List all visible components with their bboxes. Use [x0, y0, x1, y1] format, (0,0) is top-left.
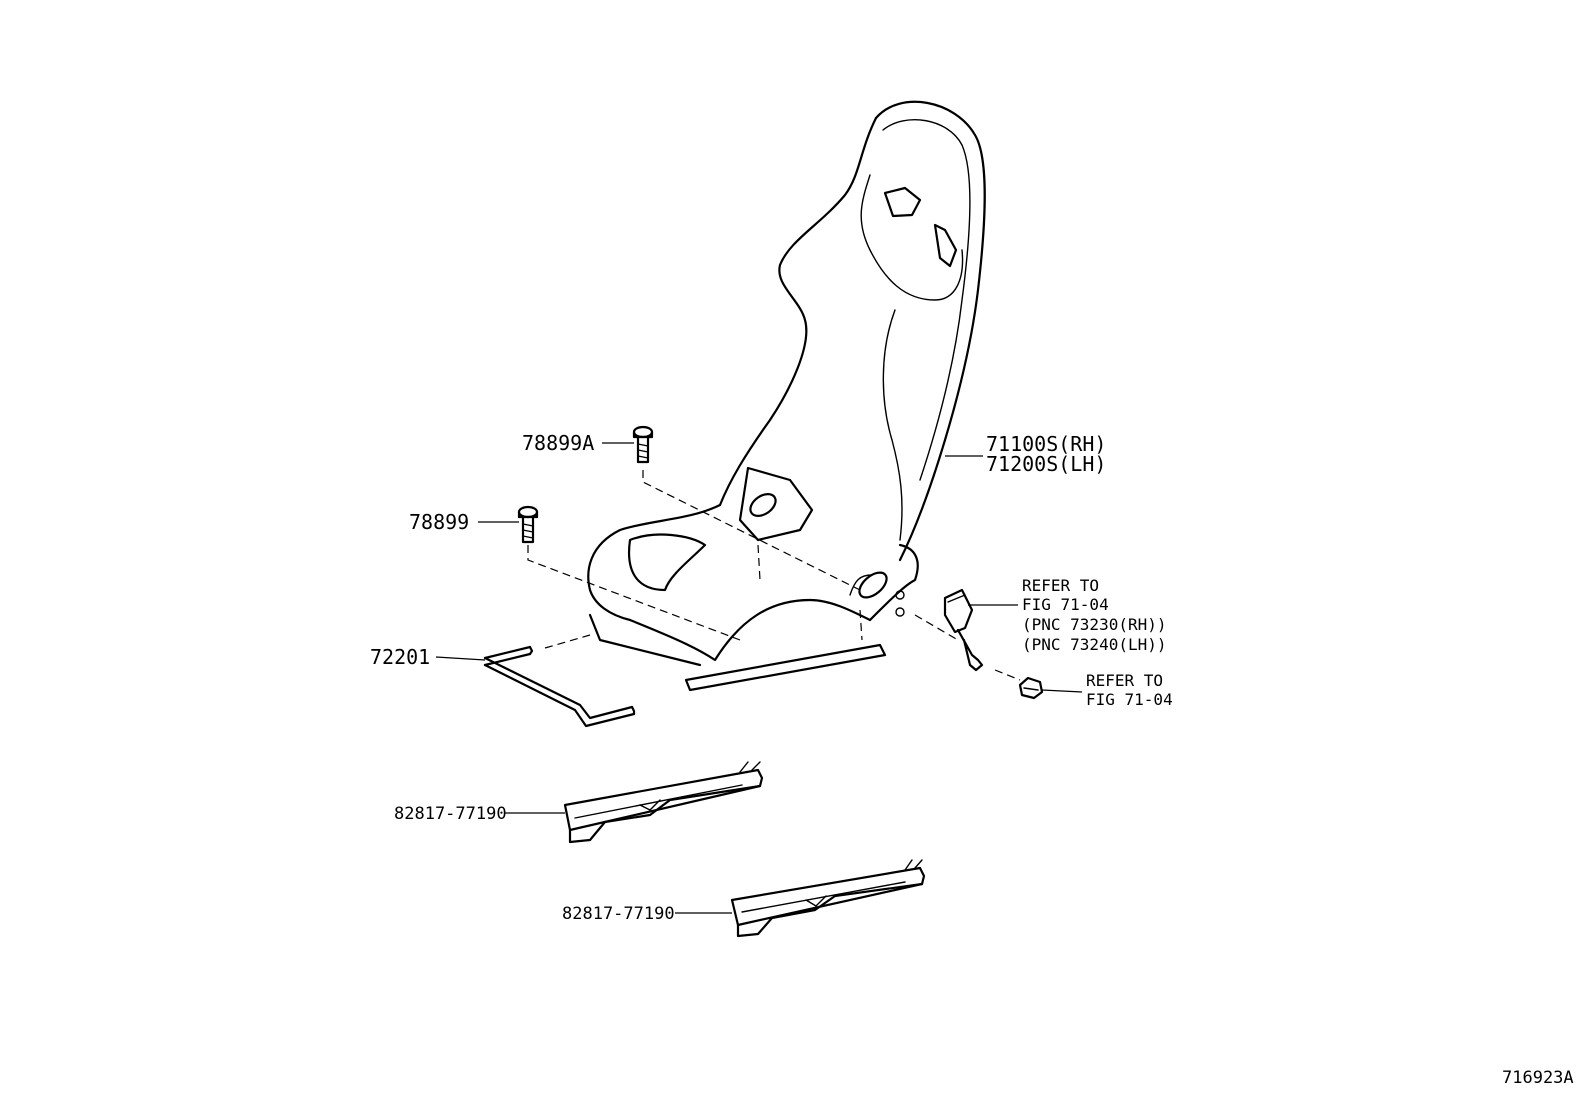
sport-seat-illustration	[587, 100, 986, 692]
bolt-refer-line-1: REFER TO	[1086, 671, 1163, 690]
adjust-lever-72201-icon	[483, 645, 636, 728]
bolt-refer-line-2[interactable]: FIG 71-04	[1086, 690, 1173, 709]
seat-rail-upper-icon	[563, 761, 764, 844]
label-rail-1[interactable]: 82817-77190	[394, 804, 507, 824]
label-screw-78899a[interactable]: 78899A	[522, 431, 594, 455]
seat-rail-lower-icon	[730, 859, 926, 938]
label-seat-rh[interactable]: 71100S(RH)	[986, 432, 1106, 456]
screw-78899-icon	[517, 505, 539, 544]
belt-refer-line-3: (PNC 73230(RH))	[1022, 615, 1167, 634]
part-labels: 71100S(RH) 71200S(LH) 78899A 78899 72201…	[370, 431, 1574, 1088]
label-rail-2[interactable]: 82817-77190	[562, 904, 675, 924]
label-lever-72201[interactable]: 72201	[370, 645, 430, 669]
belt-refer-line-2[interactable]: FIG 71-04	[1022, 595, 1109, 614]
assembly-guide-lines	[527, 470, 1021, 681]
leader-lines	[435, 442, 1083, 914]
screw-78899a-icon	[632, 425, 654, 464]
seat-belt-buckle-icon	[943, 588, 984, 672]
label-screw-78899[interactable]: 78899	[409, 510, 469, 534]
figure-id: 716923A	[1502, 1068, 1574, 1088]
belt-refer-line-4: (PNC 73240(LH))	[1022, 635, 1167, 654]
label-seat-lh[interactable]: 71200S(LH)	[986, 452, 1106, 476]
belt-refer-line-1: REFER TO	[1022, 576, 1099, 595]
bolt-icon	[1018, 676, 1044, 700]
